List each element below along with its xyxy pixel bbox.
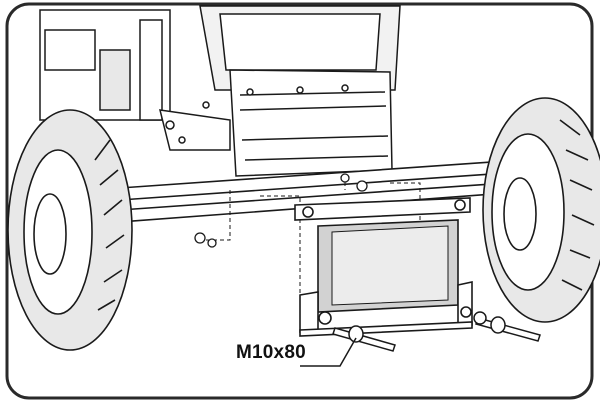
machine-body (39, 5, 401, 177)
left-tire (7, 109, 133, 351)
bolt-right (473, 311, 541, 342)
right-tire (482, 97, 600, 323)
bracket-assembly (294, 197, 473, 337)
bolt-left (332, 325, 396, 352)
callout-leader-line (300, 337, 357, 367)
nut-top (340, 173, 368, 192)
nut-left (194, 232, 217, 248)
bolt-size-label: M10x80 (236, 342, 306, 363)
